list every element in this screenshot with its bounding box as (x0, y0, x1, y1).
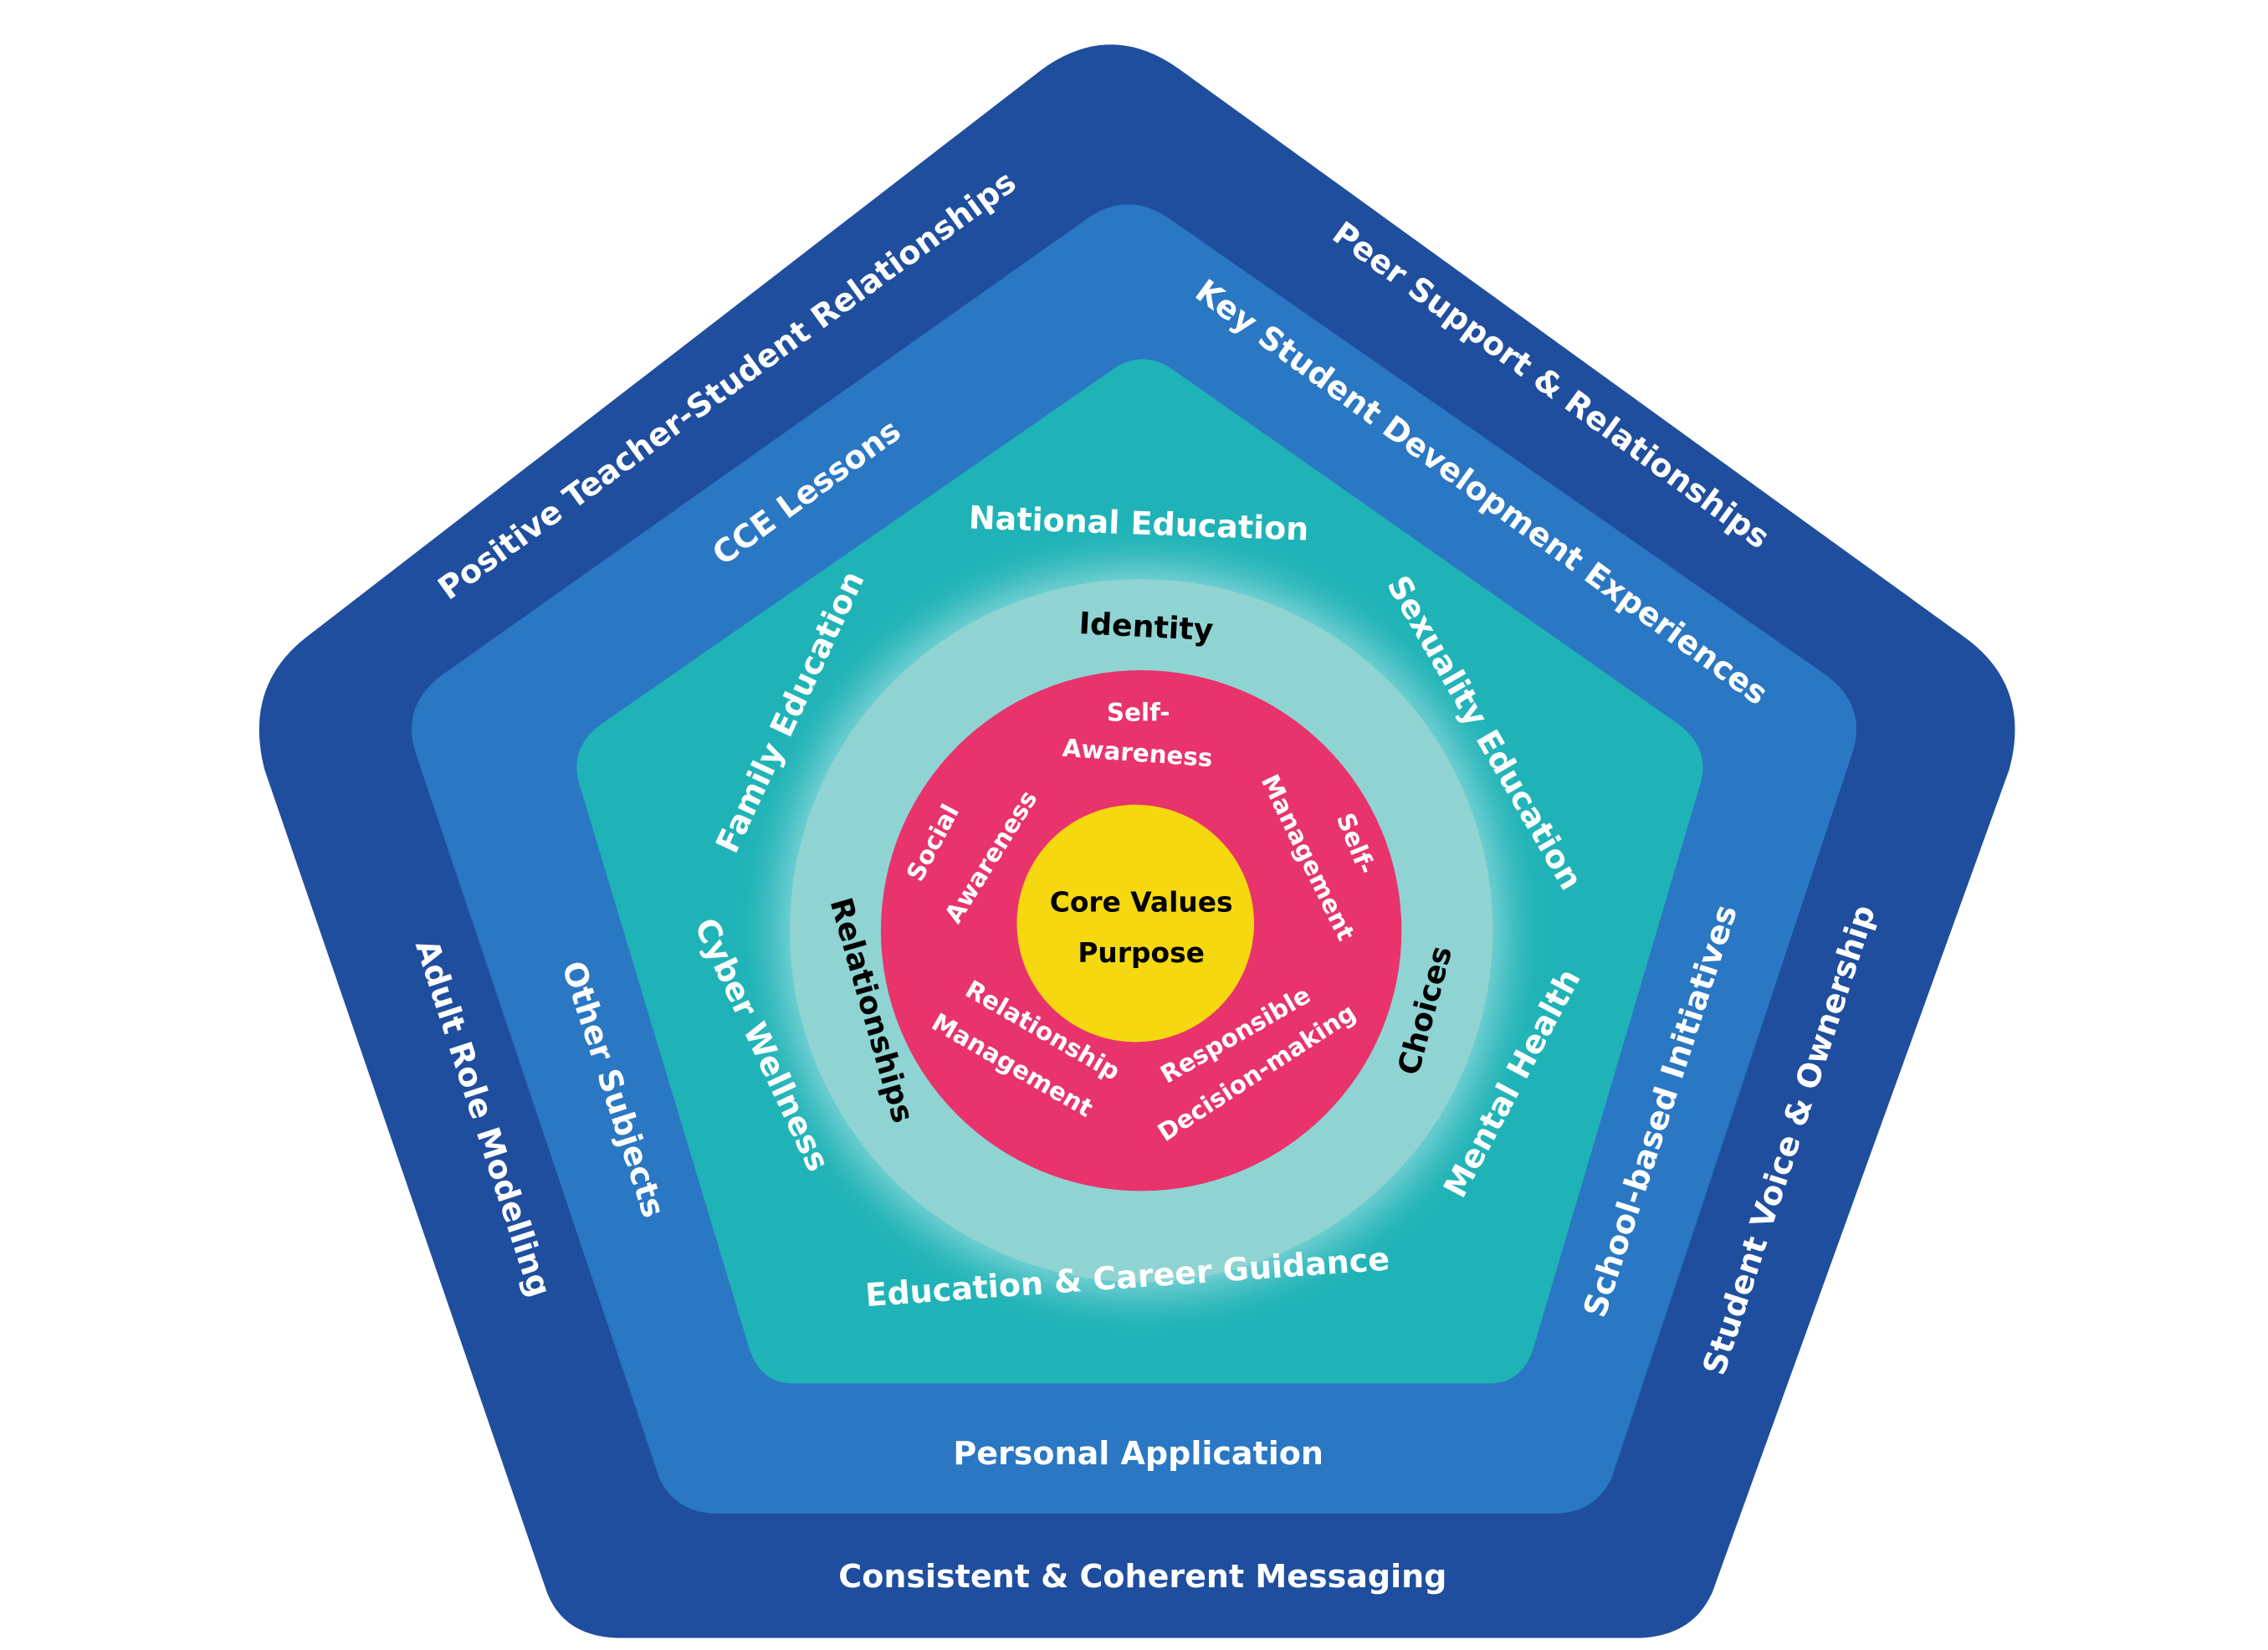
core-values-label: Core Values (1050, 887, 1233, 919)
middle-label-bottom: Personal Application (953, 1435, 1323, 1472)
purpose-label: Purpose (1078, 937, 1205, 969)
yellow-core (1016, 804, 1255, 1043)
outer-label-bottom: Consistent & Coherent Messaging (838, 1558, 1446, 1595)
self-awareness-line1: Self- (1107, 699, 1170, 727)
identity-label: Identity (1078, 605, 1215, 648)
